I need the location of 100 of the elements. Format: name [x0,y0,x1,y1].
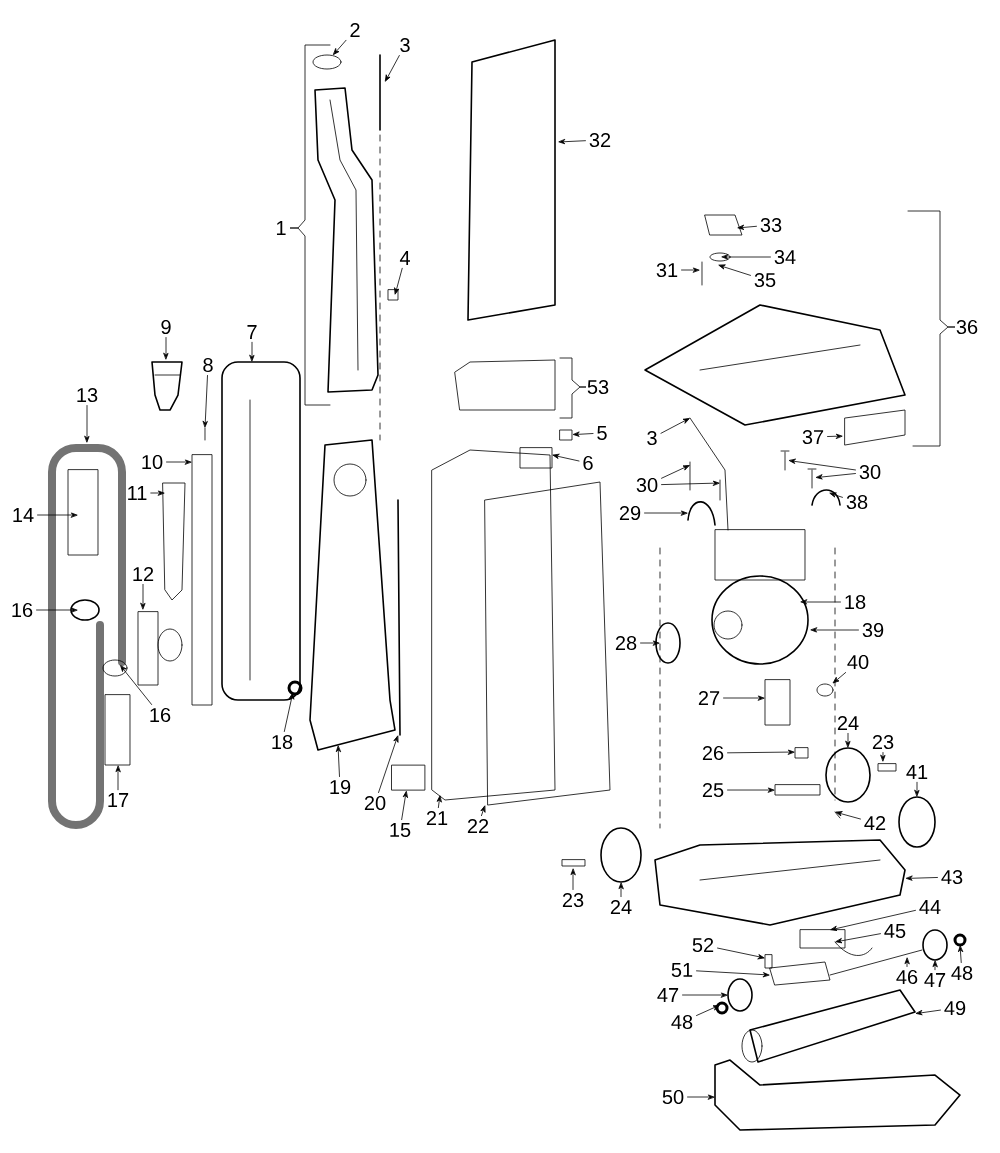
callout-number: 29 [619,505,641,521]
callout-number: 35 [754,272,776,288]
leader-line [661,480,720,486]
leader-line [696,970,770,978]
callout-number: 28 [615,635,637,651]
leader-line [573,431,594,437]
leader-line [727,749,795,755]
callout-number: 1 [276,221,286,235]
brush-roll-drawing [741,989,916,1063]
leader-line [810,627,859,633]
base-housing-drawing [654,839,906,926]
callout-number: 12 [133,567,154,581]
callout-number: 8 [203,357,213,373]
leader-line [335,745,341,777]
leader-line [830,909,916,931]
callout-number: 27 [698,691,720,705]
leader-line [829,492,843,498]
callout-number: 23 [562,892,584,908]
callout-number: 11 [128,486,147,500]
leader-line [202,375,208,428]
callout-number: 36 [956,319,978,335]
callout-number: 48 [951,965,973,981]
leader-line [727,787,775,793]
leader-line [283,692,294,732]
leader-line [845,733,851,748]
leader-line [789,458,856,471]
callout-number: 9 [161,319,171,335]
leader-line [661,465,690,479]
callout-number: 4 [399,251,410,265]
callout-number: 6 [583,455,593,471]
callout-number: 26 [702,745,724,761]
leader-line [436,795,442,809]
leader-line [394,267,403,295]
callout-number: 47 [924,973,946,987]
callout-number: 19 [330,779,351,795]
block-drawing [391,764,426,791]
leader-line [904,957,910,967]
leader-line [958,945,963,963]
callout-number: 32 [589,132,611,148]
leader-line [932,960,938,971]
callout-number: 24 [610,900,632,914]
leader-line [150,490,165,496]
screw-drawing [780,450,790,471]
leader-line [401,791,408,821]
callout-number: 37 [802,429,824,445]
callout-number: 51 [671,963,693,977]
callout-number: 20 [364,795,386,811]
leader-line [140,584,146,610]
callout-number: 17 [108,793,129,807]
callout-number: 40 [847,654,869,670]
leader-line [906,875,938,881]
leader-line [721,254,771,260]
callout-number: 21 [426,811,448,825]
leader-line [249,341,255,362]
leader-line [618,882,624,898]
callout-number: 48 [671,1014,693,1030]
callout-number: 46 [896,969,918,985]
callout-number: 3 [400,37,410,53]
leader-line [717,947,765,960]
callout-number: 18 [272,734,293,750]
callout-number: 18 [845,594,866,610]
callout-number: 33 [760,217,782,233]
leader-line [37,512,78,518]
leader-line [833,672,847,684]
leader-line [378,735,399,793]
callout-number: 10 [142,454,163,470]
callout-number: 38 [846,494,868,510]
leader-line [552,454,580,462]
callout-number: 42 [864,816,886,830]
callout-number: 31 [656,262,678,278]
callout-number: 53 [587,379,609,395]
leader-line [682,992,728,998]
callout-number: 45 [884,924,906,938]
callout-number: 25 [702,782,724,798]
leader-line [570,868,576,890]
callout-number: 24 [837,716,859,730]
leader-line [681,267,700,273]
leader-line [166,459,192,465]
leader-line [558,139,586,145]
leader-line [723,695,765,701]
eyelet-drawing [816,683,834,697]
leader-line [835,811,861,820]
callout-number: 7 [247,325,257,339]
callout-number: 15 [390,823,411,837]
callout-number: 30 [636,477,658,493]
callout-number: 5 [597,426,607,440]
leader-line [916,1009,941,1016]
leader-line [914,781,920,797]
callout-number: 16 [150,707,171,723]
callout-number: 13 [77,387,98,403]
callout-number: 41 [906,765,928,779]
leader-line [644,510,688,516]
callout-number: 39 [862,622,884,638]
leader-line [718,264,751,276]
leader-line [816,473,856,480]
block-drawing [559,429,573,441]
leader-line [640,640,660,646]
leader-line [115,765,121,791]
leader-line [880,752,886,762]
leader-line [737,224,757,230]
